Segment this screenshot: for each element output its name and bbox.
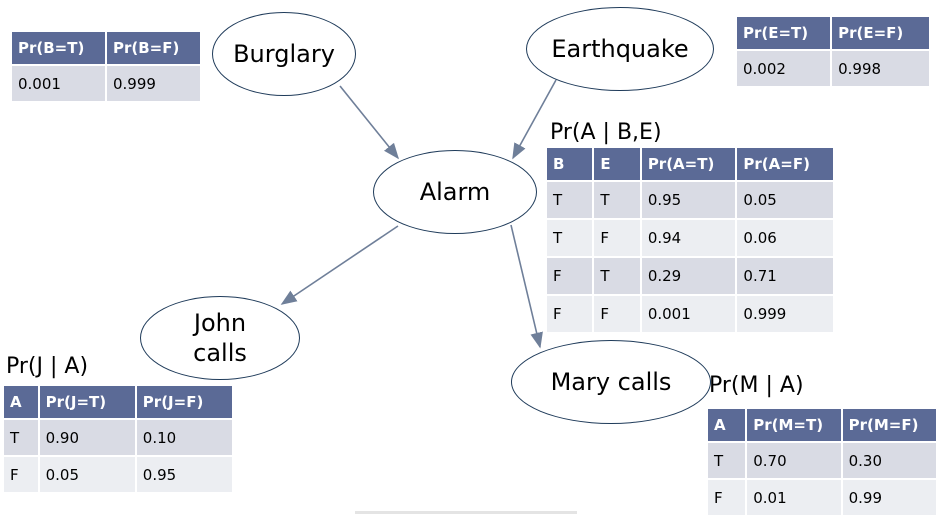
table-cell: F: [544, 294, 595, 334]
table-cell: F: [592, 294, 642, 334]
table-row: F T 0.29 0.71: [544, 256, 835, 296]
header-cell: Pr(J=F): [134, 384, 235, 420]
table-cell: T: [2, 418, 40, 457]
header-cell: Pr(B=T): [10, 30, 107, 66]
table-cell: 0.999: [735, 294, 835, 334]
header-cell: A: [705, 407, 748, 443]
edge-alarm-john: [280, 225, 399, 305]
header-cell: Pr(B=F): [104, 30, 203, 66]
table-row: F 0.01 0.99: [705, 478, 939, 517]
table-cell: T: [705, 441, 748, 480]
table-row: 0.002 0.998: [734, 49, 931, 88]
table-cell: 0.71: [735, 256, 835, 296]
table-row: T T 0.95 0.05: [544, 180, 835, 220]
table-header-row: A Pr(J=T) Pr(J=F): [2, 384, 235, 420]
table-cell: 0.998: [830, 49, 931, 88]
table-row: T 0.70 0.30: [705, 441, 939, 480]
node-earthquake-label: Earthquake: [551, 35, 689, 63]
node-alarm: Alarm: [373, 150, 537, 234]
node-alarm-label: Alarm: [419, 178, 491, 206]
header-cell: E: [592, 146, 642, 182]
table-row: F F 0.001 0.999: [544, 294, 835, 334]
table-cell: 0.01: [745, 478, 843, 517]
table-row: T F 0.94 0.06: [544, 218, 835, 258]
header-cell: Pr(J=T): [37, 384, 137, 420]
header-cell: Pr(A=T): [639, 146, 738, 182]
table-john-cpt: A Pr(J=T) Pr(J=F) T 0.90 0.10 F 0.05 0.9…: [2, 384, 235, 494]
table-header-row: B E Pr(A=T) Pr(A=F): [544, 146, 835, 182]
table-cell: 0.30: [840, 441, 939, 480]
divider: [355, 511, 577, 514]
node-john-calls-label: John calls: [193, 309, 247, 367]
table-header-row: Pr(B=T) Pr(B=F): [10, 30, 203, 66]
caption-alarm-cpt: Pr(A | B,E): [550, 120, 662, 145]
caption-mary-cpt: Pr(M | A): [709, 373, 804, 398]
table-mary-cpt: A Pr(M=T) Pr(M=F) T 0.70 0.30 F 0.01 0.9…: [705, 407, 939, 517]
table-cell: F: [544, 256, 595, 296]
edge-alarm-mary: [510, 224, 543, 349]
table-header-row: A Pr(M=T) Pr(M=F): [705, 407, 939, 443]
header-cell: B: [544, 146, 595, 182]
table-cell: 0.06: [735, 218, 835, 258]
table-row: F 0.05 0.95: [2, 455, 235, 494]
node-burglary-label: Burglary: [233, 40, 335, 68]
table-cell: 0.999: [104, 64, 203, 103]
table-cell: 0.70: [745, 441, 843, 480]
node-mary-calls-label: Mary calls: [550, 368, 672, 396]
header-cell: Pr(E=T): [734, 15, 833, 51]
table-cell: T: [544, 218, 595, 258]
table-burglary-cpt: Pr(B=T) Pr(B=F) 0.001 0.999: [10, 30, 203, 103]
table-cell: 0.95: [639, 180, 738, 220]
table-cell: 0.90: [37, 418, 137, 457]
table-cell: 0.001: [639, 294, 738, 334]
node-earthquake: Earthquake: [526, 7, 714, 91]
table-cell: 0.001: [10, 64, 107, 103]
table-alarm-cpt: B E Pr(A=T) Pr(A=F) T T 0.95 0.05 T F 0.…: [544, 146, 835, 334]
header-cell: Pr(A=F): [735, 146, 835, 182]
caption-john-cpt: Pr(J | A): [6, 354, 89, 379]
table-cell: F: [592, 218, 642, 258]
header-cell: A: [2, 384, 40, 420]
table-cell: T: [544, 180, 595, 220]
table-cell: 0.95: [134, 455, 235, 494]
header-cell: Pr(M=T): [745, 407, 843, 443]
edge-earthquake-alarm: [512, 79, 557, 160]
table-cell: F: [2, 455, 40, 494]
node-burglary: Burglary: [212, 12, 356, 96]
table-cell: 0.002: [734, 49, 833, 88]
table-cell: T: [592, 180, 642, 220]
edge-burglary-alarm: [339, 85, 400, 160]
header-cell: Pr(M=F): [840, 407, 939, 443]
node-john-calls: John calls: [140, 296, 300, 380]
table-earthquake-cpt: Pr(E=T) Pr(E=F) 0.002 0.998: [734, 15, 931, 88]
table-cell: 0.10: [134, 418, 235, 457]
node-mary-calls: Mary calls: [511, 340, 711, 424]
table-row: T 0.90 0.10: [2, 418, 235, 457]
table-cell: T: [592, 256, 642, 296]
table-cell: 0.05: [37, 455, 137, 494]
table-cell: 0.94: [639, 218, 738, 258]
table-cell: 0.05: [735, 180, 835, 220]
header-cell: Pr(E=F): [830, 15, 931, 51]
table-row: 0.001 0.999: [10, 64, 203, 103]
table-cell: 0.29: [639, 256, 738, 296]
table-cell: F: [705, 478, 748, 517]
table-cell: 0.99: [840, 478, 939, 517]
table-header-row: Pr(E=T) Pr(E=F): [734, 15, 931, 51]
